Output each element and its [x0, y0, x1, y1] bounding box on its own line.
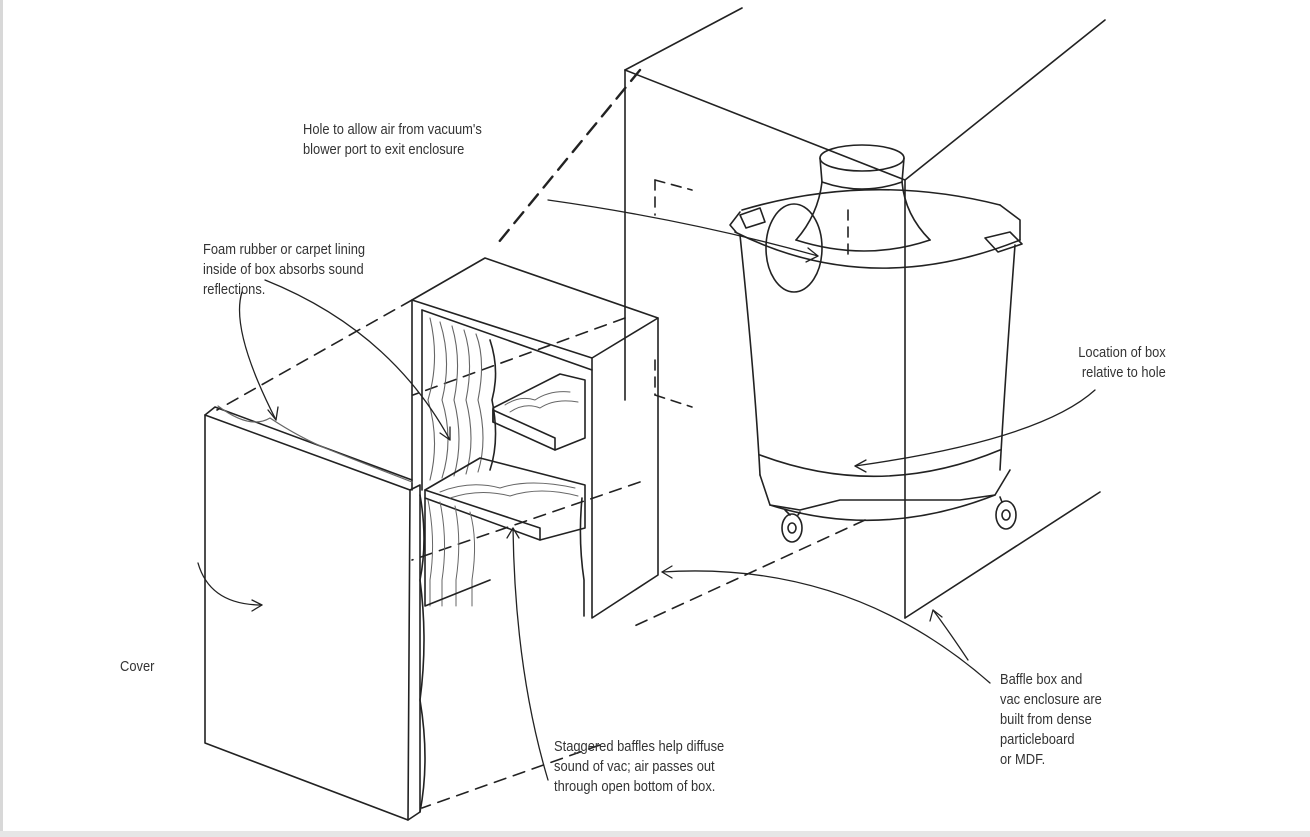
label-foam-line-3: reflections.: [203, 281, 266, 298]
label-hole-line-1: Hole to allow air from vacuum's: [303, 121, 482, 138]
label-foam-line-2: inside of box absorbs sound: [203, 261, 364, 278]
label-baffle: Baffle box and vac enclosure are built f…: [1000, 670, 1102, 770]
label-baffle-line-3: built from dense: [1000, 711, 1092, 728]
label-baffle-line-4: particleboard: [1000, 731, 1075, 748]
vac-enclosure: [624, 7, 1106, 619]
page-border-left: [0, 0, 3, 837]
label-baffle-line-1: Baffle box and: [1000, 671, 1083, 688]
label-location-line-1: Location of box: [1078, 344, 1166, 361]
cover-panel: [204, 405, 426, 821]
label-cover-line-1: Cover: [120, 658, 155, 675]
label-location-line-2: relative to hole: [1082, 364, 1166, 381]
callout-arrows: [197, 199, 1096, 781]
label-foam: Foam rubber or carpet lining inside of b…: [203, 240, 365, 300]
baffle-box: [411, 257, 659, 619]
label-hole: Hole to allow air from vacuum's blower p…: [303, 120, 482, 160]
assembly-dashed-lines: [216, 68, 866, 809]
label-foam-line-1: Foam rubber or carpet lining: [203, 241, 366, 258]
label-baffle-line-2: vac enclosure are: [1000, 691, 1102, 708]
label-cover: Cover: [120, 657, 154, 677]
label-staggered-line-2: sound of vac; air passes out: [554, 758, 715, 775]
label-hole-line-2: blower port to exit enclosure: [303, 141, 465, 158]
page-border-bottom: [0, 831, 1310, 837]
label-staggered-line-1: Staggered baffles help diffuse: [554, 738, 725, 755]
shop-vac: [729, 144, 1023, 543]
label-location: Location of box relative to hole: [1078, 343, 1166, 383]
label-baffle-line-5: or MDF.: [1000, 751, 1046, 768]
label-staggered: Staggered baffles help diffuse sound of …: [554, 737, 724, 797]
label-staggered-line-3: through open bottom of box.: [554, 778, 716, 795]
